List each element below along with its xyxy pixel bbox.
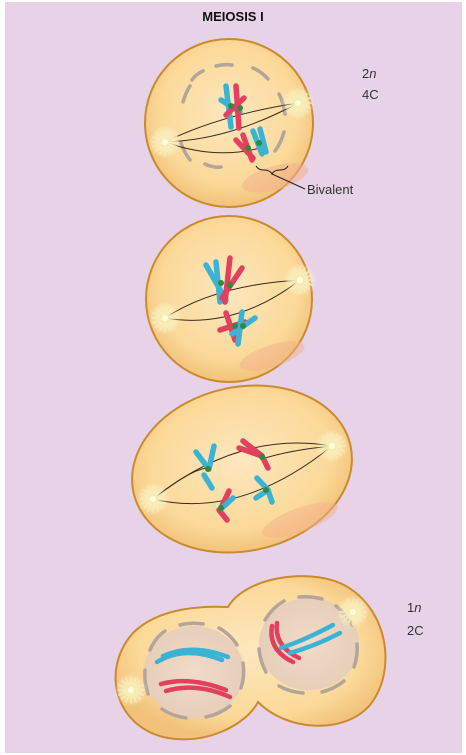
centrosome-right (281, 86, 315, 120)
dna-content-label-bottom: 2C (407, 623, 424, 638)
centrosome-left (136, 482, 170, 516)
centrosome-right (315, 429, 349, 463)
cell-prophase-1 (145, 39, 315, 207)
dna-content-label-top: 4C (362, 87, 379, 102)
centrosome-right (336, 595, 370, 629)
cell-telophase-1 (114, 576, 385, 739)
centrosome-left (148, 125, 182, 159)
centrosome-right (283, 263, 317, 297)
ploidy-label-top: 2n (362, 66, 376, 81)
ploidy-label-bottom: 1n (407, 600, 421, 615)
centrosome-left (114, 673, 148, 707)
bivalent-label: Bivalent (307, 182, 353, 197)
centrosome-left (148, 301, 182, 335)
cell-anaphase-1 (116, 366, 367, 573)
cell-metaphase-1 (146, 216, 317, 382)
